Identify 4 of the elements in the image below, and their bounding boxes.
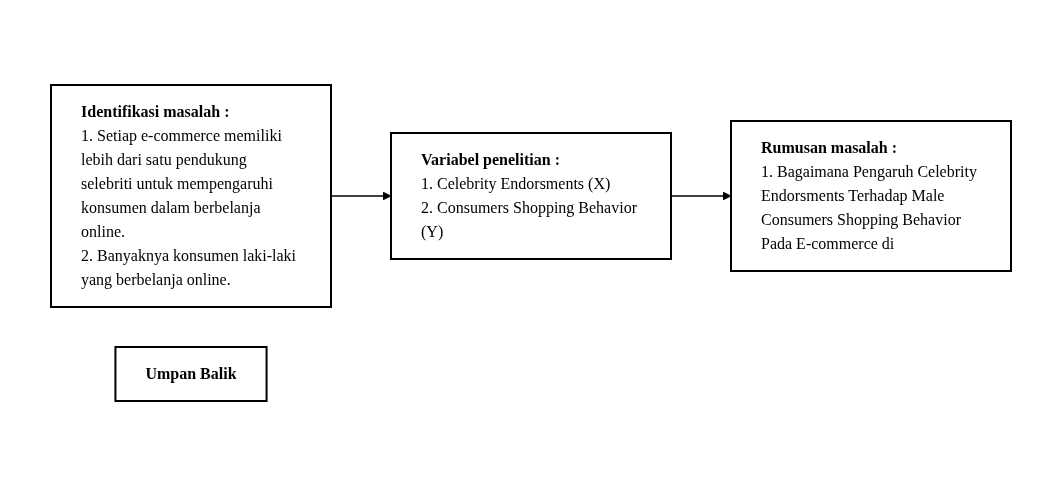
node-box: Variabel penelitian : 1. Celebrity Endorsments (X) 2. Consumers Shopping Behavior (Y) (390, 131, 672, 260)
node-box: Identifikasi masalah : 1. Setiap e-commerce memiliki lebih dari satu pendukung selebriti untuk mempengaruhi konsumen dalam berbelanja online. 2. Banyaknya konsumen laki-laki yang berbelanja online. (50, 83, 332, 308)
node-box: Rumusan masalah : 1. Bagaimana Pengaruh Celebrity Endorsments Terhadap Male Consumers Shopping Behavior Pada E-commerce di (730, 119, 1012, 272)
node-box: Umpan Balik (114, 345, 268, 402)
